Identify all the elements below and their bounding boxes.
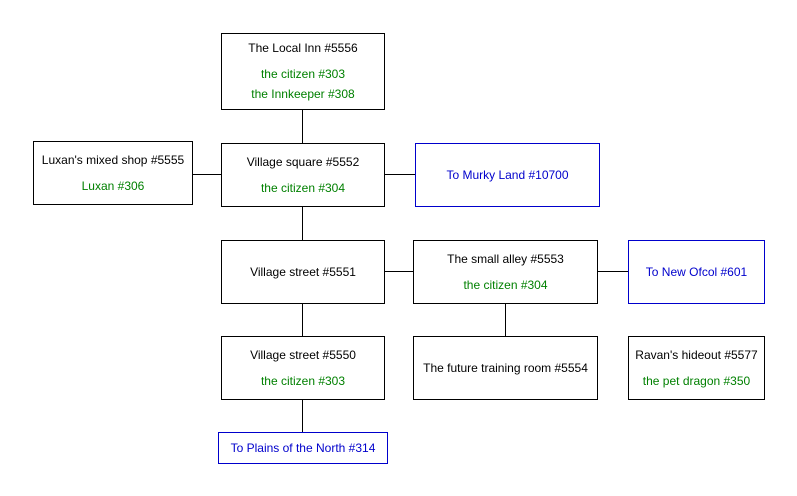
room-box-ravans-hideout: Ravan's hideout #5577 the pet dragon #35…: [628, 336, 765, 400]
npc-label: the citizen #304: [260, 180, 346, 195]
exit-box-plains-of-the-north[interactable]: To Plains of the North #314: [218, 432, 388, 464]
npc-label: the citizen #303: [260, 67, 346, 81]
room-title: Village street #5550: [250, 347, 356, 362]
room-title: The small alley #5553: [447, 251, 564, 266]
connector-street5550-plains: [302, 400, 303, 432]
exit-label: To New Ofcol #601: [645, 264, 748, 279]
room-box-village-street-5550: Village street #5550 the citizen #303: [221, 336, 385, 400]
room-box-small-alley: The small alley #5553 the citizen #304: [413, 240, 598, 304]
connector-inn-square: [302, 110, 303, 143]
room-title: The Local Inn #5556: [248, 41, 358, 55]
npc-label: the Innkeeper #308: [251, 87, 355, 101]
npc-label: the citizen #303: [260, 373, 346, 388]
room-title: The future training room #5554: [423, 360, 588, 375]
room-title: Village square #5552: [246, 154, 360, 169]
connector-street5551-alley: [385, 271, 413, 272]
exit-label: To Murky Land #10700: [446, 167, 569, 182]
room-title: Village street #5551: [250, 264, 356, 279]
exit-label: To Plains of the North #314: [230, 440, 376, 455]
connector-shop-square: [193, 174, 221, 175]
room-title: Ravan's hideout #5577: [635, 347, 758, 362]
npc-label: the pet dragon #350: [642, 373, 751, 388]
connector-square-murky: [385, 174, 415, 175]
room-box-luxans-shop: Luxan's mixed shop #5555 Luxan #306: [33, 141, 193, 205]
room-title: Luxan's mixed shop #5555: [41, 152, 185, 167]
exit-box-new-ofcol[interactable]: To New Ofcol #601: [628, 240, 765, 304]
connector-street5551-street5550: [302, 304, 303, 336]
connector-alley-ofcol: [598, 271, 628, 272]
room-box-village-street-5551: Village street #5551: [221, 240, 385, 304]
connector-alley-training: [505, 304, 506, 336]
room-box-village-square: Village square #5552 the citizen #304: [221, 143, 385, 207]
npc-label: Luxan #306: [81, 178, 145, 193]
room-box-training-room: The future training room #5554: [413, 336, 598, 400]
room-box-local-inn: The Local Inn #5556 the citizen #303 the…: [221, 33, 385, 110]
exit-box-murky-land[interactable]: To Murky Land #10700: [415, 143, 600, 207]
connector-square-street5551: [302, 207, 303, 240]
npc-label: the citizen #304: [463, 277, 548, 292]
